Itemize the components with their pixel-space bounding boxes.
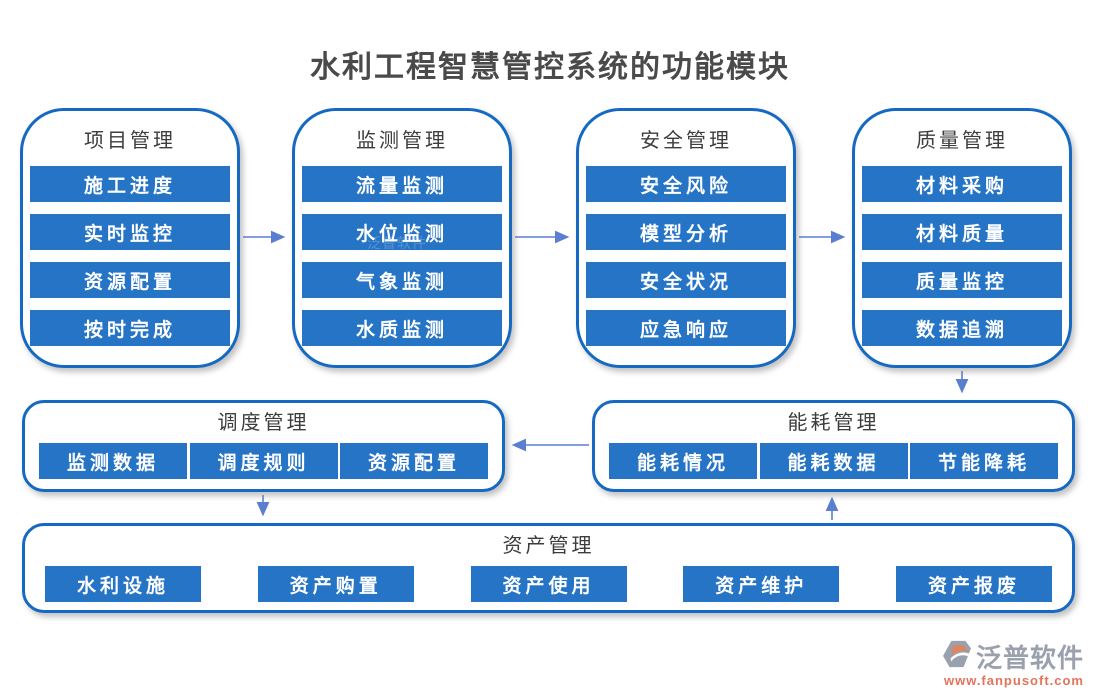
module-title: 安全管理 <box>640 130 732 152</box>
diagram-title: 水利工程智慧管控系统的功能模块 <box>310 51 790 84</box>
fanpu-logo: 泛普软件 www.fanpusoft.com <box>942 638 1084 688</box>
module-safety-management: 安全管理 安全风险 模型分析 安全状况 应急响应 <box>576 108 796 368</box>
module-item: 材料质量 <box>862 214 1062 250</box>
brand-url: www.fanpusoft.com <box>943 673 1084 688</box>
module-item: 资产维护 <box>683 566 840 602</box>
module-title: 质量管理 <box>916 130 1008 152</box>
module-energy-management: 能耗管理 能耗情况 能耗数据 节能降耗 <box>592 400 1075 492</box>
module-title: 调度管理 <box>217 412 310 434</box>
module-item: 应急响应 <box>586 310 786 346</box>
module-item: 安全状况 <box>586 262 786 298</box>
module-project-management: 项目管理 施工进度 实时监控 资源配置 按时完成 <box>20 108 240 368</box>
module-item: 资源配置 <box>30 262 230 298</box>
fanpu-logo-icon <box>942 640 972 673</box>
module-title: 监测管理 <box>356 130 448 152</box>
module-item: 安全风险 <box>586 166 786 202</box>
module-title: 项目管理 <box>84 130 176 152</box>
brand-name: 泛普软件 <box>975 643 1084 673</box>
module-title: 能耗管理 <box>787 412 880 434</box>
module-item: 实时监控 <box>30 214 230 250</box>
module-item: 资产使用 <box>470 566 627 602</box>
module-item: 材料采购 <box>862 166 1062 202</box>
module-item: 气象监测 <box>302 262 502 298</box>
module-monitoring-management: 监测管理 流量监测 水位监测 气象监测 水质监测 <box>292 108 512 368</box>
module-quality-management: 质量管理 材料采购 材料质量 质量监控 数据追溯 <box>852 108 1072 368</box>
module-item: 水质监测 <box>302 310 502 346</box>
module-item: 水位监测 <box>302 214 502 250</box>
module-item: 资源配置 <box>340 443 488 479</box>
module-dispatch-management: 调度管理 监测数据 调度规则 资源配置 <box>22 400 505 492</box>
module-item: 施工进度 <box>30 166 230 202</box>
module-item: 数据追溯 <box>862 310 1062 346</box>
module-item: 调度规则 <box>189 443 338 479</box>
module-item: 流量监测 <box>302 166 502 202</box>
module-item: 能耗情况 <box>609 443 757 479</box>
module-item: 质量监控 <box>862 262 1062 298</box>
module-item: 节能降耗 <box>910 443 1058 479</box>
module-item: 资产购置 <box>257 566 414 602</box>
module-item: 模型分析 <box>586 214 786 250</box>
module-item: 能耗数据 <box>759 443 908 479</box>
module-title: 资产管理 <box>502 535 595 557</box>
module-item: 资产报废 <box>896 566 1052 602</box>
module-item: 监测数据 <box>39 443 187 479</box>
module-item: 水利设施 <box>45 566 201 602</box>
module-asset-management: 资产管理 水利设施 资产购置 资产使用 资产维护 资产报废 <box>22 523 1075 613</box>
module-item: 按时完成 <box>30 310 230 346</box>
